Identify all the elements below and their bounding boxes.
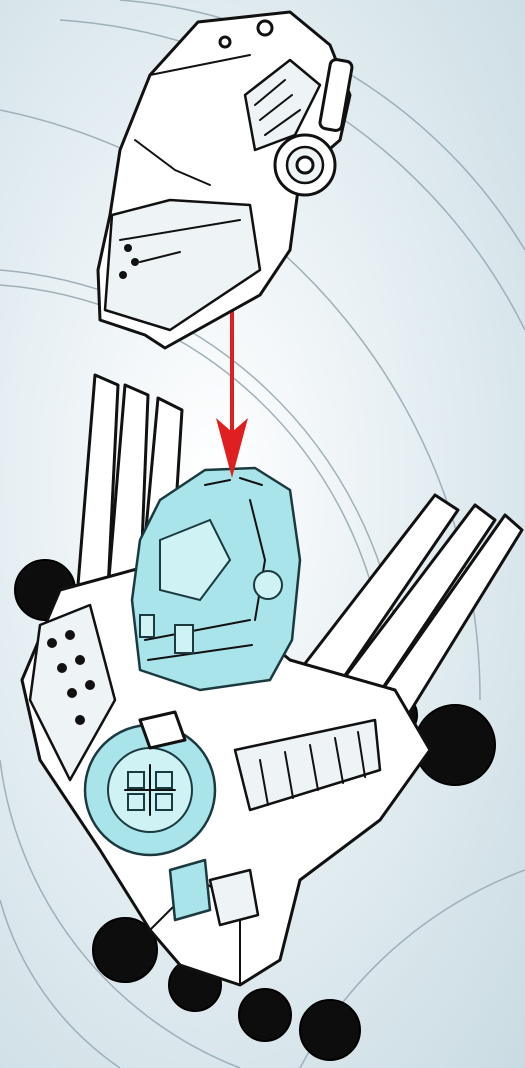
white-head-mask xyxy=(96,10,354,350)
side-vent-panel xyxy=(233,718,382,812)
ball-joint-lower-left xyxy=(92,917,158,983)
trans-light-blue-gear-socket xyxy=(83,710,217,922)
face-visor xyxy=(103,198,262,332)
white-armored-torso xyxy=(20,558,432,987)
ball-joint-lower-right xyxy=(299,999,361,1061)
black-ball-joints xyxy=(14,559,496,1061)
ball-joint-lower-mid2 xyxy=(238,988,292,1042)
trans-light-blue-head-core xyxy=(130,466,302,692)
